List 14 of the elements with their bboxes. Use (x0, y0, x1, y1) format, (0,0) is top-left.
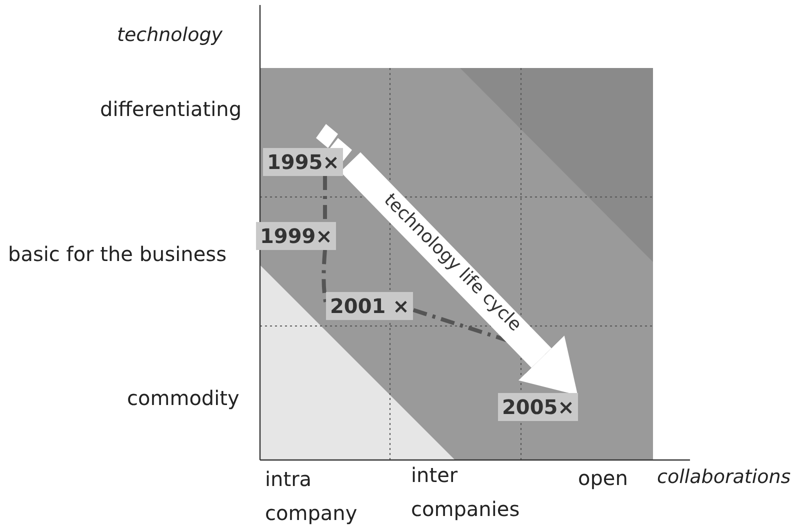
axis-label: collaborations (657, 466, 791, 488)
column-label: open (578, 466, 628, 490)
year-marker: 2005× (498, 393, 578, 421)
year-marker: 1995× (263, 148, 344, 176)
year-marker: 2001 × (326, 292, 414, 320)
column-label: intra company (265, 466, 355, 527)
column-label: inter companies (411, 462, 521, 523)
row-label: commodity (127, 386, 240, 410)
row-label: differentiating (100, 97, 242, 121)
axis-label: technology (117, 24, 223, 46)
dash-dot-connector (323, 176, 327, 222)
row-label: basic for the business (8, 242, 226, 266)
dash-dot-connector (322, 250, 328, 304)
year-marker: 1999× (256, 222, 336, 250)
